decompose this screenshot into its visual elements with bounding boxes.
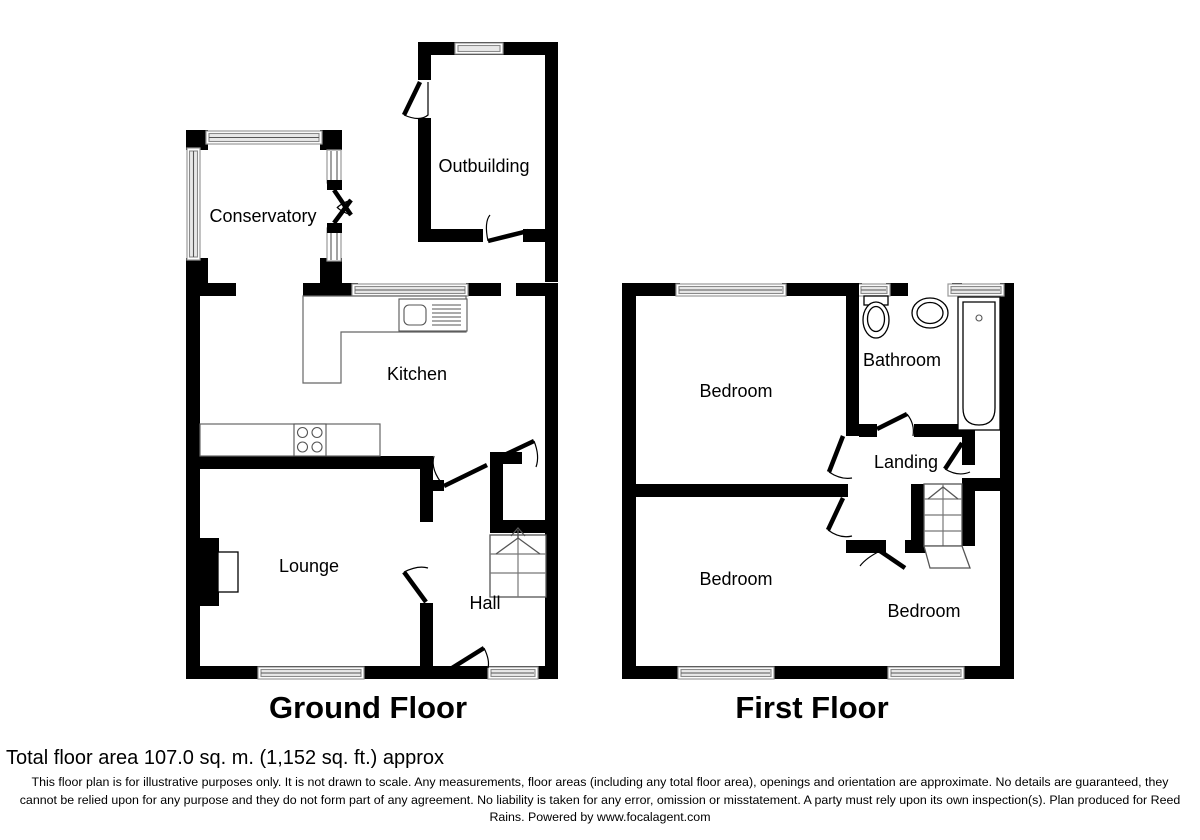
door-landing-cupboard: [943, 441, 971, 475]
landing-staircase: [923, 483, 971, 569]
footer: Total floor area 107.0 sq. m. (1,152 sq.…: [0, 740, 1200, 840]
door-front-entrance: [450, 646, 490, 670]
window-bedroom3-front: [887, 666, 965, 680]
room-label-landing: Landing: [874, 452, 938, 472]
door-outbuilding-front: [485, 214, 529, 244]
door-outbuilding-rear: [401, 81, 429, 120]
outbuilding-walls: [401, 42, 558, 282]
room-label-lounge: Lounge: [279, 556, 339, 576]
room-label-bedroom-3: Bedroom: [887, 601, 960, 621]
first-doors: [825, 411, 971, 570]
door-bathroom: [875, 411, 914, 437]
door-bedroom3: [859, 549, 907, 570]
first-internal-walls: [622, 283, 1014, 553]
room-label-hall: Hall: [469, 593, 500, 613]
room-label-outbuilding: Outbuilding: [438, 156, 529, 176]
window-bedroom1-rear: [675, 283, 787, 297]
bathroom-basin: [911, 297, 949, 329]
ground-floor-plan: Conservatory Outbuilding Kitchen Lounge …: [186, 42, 558, 725]
room-label-conservatory: Conservatory: [209, 206, 316, 226]
kitchen-fixtures: [199, 295, 468, 457]
room-label-bedroom-1: Bedroom: [699, 381, 772, 401]
ground-doors: [402, 438, 539, 670]
room-label-bedroom-2: Bedroom: [699, 569, 772, 589]
bathroom-bath: [957, 296, 1001, 431]
lounge-fireplace: [200, 538, 239, 606]
first-windows: [675, 283, 1005, 680]
conservatory-structure: [186, 130, 353, 288]
hall-staircase: [489, 527, 547, 598]
door-vestibule: [495, 438, 539, 468]
door-bedroom2: [825, 497, 853, 538]
ground-outer-walls: [186, 283, 558, 679]
ground-windows: [257, 666, 539, 680]
first-floor-plan: Bedroom Bathroom Landing Bedroom Bedroom…: [622, 283, 1014, 725]
kitchen-sink: [398, 298, 468, 332]
disclaimer-text: This floor plan is for illustrative purp…: [19, 775, 1181, 825]
floor-title-ground: Ground Floor: [269, 690, 467, 725]
total-floor-area-text: Total floor area 107.0 sq. m. (1,152 sq.…: [6, 747, 445, 769]
ground-internal-walls: [200, 452, 546, 666]
window-hall-front: [487, 666, 539, 680]
kitchen-hob: [293, 423, 327, 457]
door-kitchen-hall: [432, 455, 488, 489]
bathroom-fixtures: [862, 295, 1001, 431]
window-bathroom-rear-right: [947, 283, 1005, 297]
door-lounge-hall: [402, 566, 429, 604]
window-bedroom2-front: [677, 666, 775, 680]
window-outbuilding-top: [454, 42, 504, 55]
floor-plan-drawing: Conservatory Outbuilding Kitchen Lounge …: [186, 42, 1014, 725]
room-label-kitchen: Kitchen: [387, 364, 447, 384]
window-bathroom-rear-left: [857, 283, 891, 297]
window-kitchen-rear: [351, 283, 469, 297]
door-bedroom1: [826, 435, 853, 479]
room-label-bathroom: Bathroom: [863, 350, 941, 370]
floor-title-first: First Floor: [735, 690, 888, 725]
window-lounge-front: [257, 666, 365, 680]
bathroom-toilet: [862, 295, 890, 339]
